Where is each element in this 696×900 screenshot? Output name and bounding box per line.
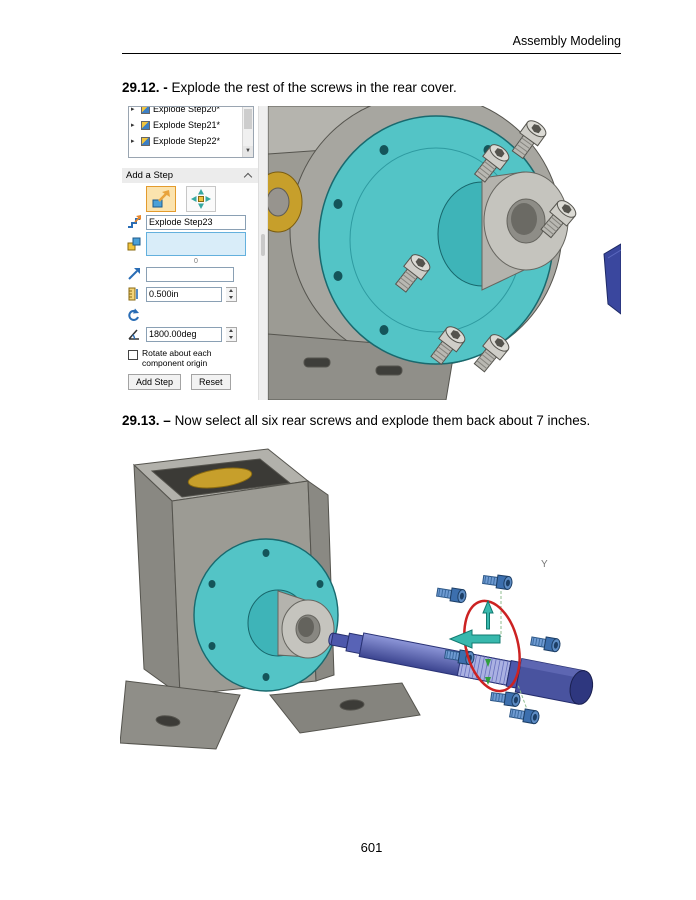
explode-steps-list[interactable]: ▸ Explode Step20* ▸ Explode Step21* ▸ Ex… <box>128 106 254 158</box>
angle-spinner[interactable] <box>226 326 237 342</box>
add-a-step-section-header[interactable]: Add a Step <box>122 168 258 183</box>
components-row <box>126 232 246 256</box>
explode-steps-list-items: ▸ Explode Step20* ▸ Explode Step21* ▸ Ex… <box>129 106 253 149</box>
spin-down-icon[interactable] <box>226 294 236 301</box>
worm-shaft-end <box>268 171 303 233</box>
explode-step-item[interactable]: ▸ Explode Step22* <box>129 133 241 149</box>
section-label: Add a Step <box>126 170 174 181</box>
explode-step-item[interactable]: ▸ Explode Step21* <box>129 117 241 133</box>
selection-count: 0 <box>194 258 198 265</box>
step-29-12: 29.12. - Explode the rest of the screws … <box>122 80 622 97</box>
header-title: Assembly Modeling <box>512 34 621 48</box>
exploded-shaft <box>328 632 594 705</box>
collapse-chevron-icon[interactable] <box>243 172 253 182</box>
figure-explode-step: ▸ Explode Step20* ▸ Explode Step21* ▸ Ex… <box>122 106 621 400</box>
explode-step-name-icon <box>126 214 142 230</box>
regular-step-button[interactable] <box>146 186 176 212</box>
reverse-direction-icon[interactable] <box>126 308 142 324</box>
explode-step-label: Explode Step22* <box>153 136 221 146</box>
step-text: Now select all six rear screws and explo… <box>174 413 591 428</box>
scroll-down-icon[interactable]: ▼ <box>243 146 253 157</box>
screw <box>529 633 562 653</box>
direction-input[interactable] <box>146 266 234 282</box>
angle-icon <box>126 326 142 342</box>
components-icon <box>126 236 142 252</box>
page-number: 601 <box>360 840 383 855</box>
screw <box>435 585 468 604</box>
spin-up-icon[interactable] <box>226 328 236 335</box>
step-number: 29.13. – <box>122 413 171 428</box>
reset-button[interactable]: Reset <box>191 374 231 390</box>
rotate-origin-label: Rotate about each component origin <box>142 348 212 369</box>
distance-input[interactable] <box>146 286 222 302</box>
property-manager-panel: ▸ Explode Step20* ▸ Explode Step21* ▸ Ex… <box>122 106 258 400</box>
distance-row <box>126 286 237 302</box>
components-selection-box[interactable] <box>146 232 246 256</box>
rotate-origin-option: Rotate about each component origin <box>128 348 256 368</box>
panel-divider[interactable] <box>258 106 268 400</box>
explode-step-item[interactable]: ▸ Explode Step20* <box>129 106 241 117</box>
add-step-button[interactable]: Add Step <box>128 374 182 390</box>
screw <box>508 705 541 725</box>
selection-ellipse <box>463 599 521 693</box>
spin-down-icon[interactable] <box>226 334 236 341</box>
expand-arrow-icon[interactable]: ▸ <box>131 138 135 145</box>
explode-step-label: Explode Step21* <box>153 120 221 130</box>
list-scrollbar[interactable]: ▼ <box>242 107 253 157</box>
explode-step-icon <box>141 107 150 114</box>
gearbox-rear-cover-view <box>268 106 621 400</box>
blue-part <box>603 243 621 315</box>
distance-icon <box>126 286 142 302</box>
panel-actions: Add Step Reset <box>128 374 231 390</box>
expand-arrow-icon[interactable]: ▸ <box>131 106 135 113</box>
step-text: Explode the rest of the screws in the re… <box>171 80 457 95</box>
divider-grip[interactable] <box>261 234 265 256</box>
rotate-origin-checkbox[interactable] <box>128 350 138 360</box>
gearbox-shaft-explode-view: Y <box>119 448 594 750</box>
step-type-buttons <box>146 186 216 212</box>
direction-row <box>126 266 234 282</box>
hub <box>437 171 569 291</box>
y-axis-label: Y <box>541 559 548 570</box>
step-number: 29.12. - <box>122 80 168 95</box>
screw <box>481 572 514 591</box>
expand-arrow-icon[interactable]: ▸ <box>131 122 135 129</box>
exploded-screws <box>435 572 562 725</box>
angle-input[interactable] <box>146 326 222 342</box>
triad-arrows[interactable] <box>448 599 501 685</box>
spin-up-icon[interactable] <box>226 288 236 295</box>
radial-step-icon <box>191 189 211 209</box>
cad-viewport-1 <box>268 106 621 400</box>
step-name-input[interactable] <box>146 214 246 230</box>
direction-icon <box>126 266 142 282</box>
step-name-row <box>126 214 246 230</box>
page-header: Assembly Modeling <box>122 34 621 54</box>
hub <box>247 589 335 659</box>
regular-step-icon <box>152 190 170 208</box>
explode-step-icon <box>141 136 150 146</box>
angle-row <box>126 326 237 342</box>
rear-cover <box>193 538 339 692</box>
cad-viewport-2: Y <box>119 443 621 775</box>
reverse-row <box>126 308 142 324</box>
distance-spinner[interactable] <box>226 286 237 302</box>
explode-step-icon <box>141 120 150 130</box>
scrollbar-thumb[interactable] <box>244 109 252 129</box>
explode-step-label: Explode Step20* <box>153 106 221 114</box>
radial-step-button[interactable] <box>186 186 216 212</box>
step-29-13: 29.13. – Now select all six rear screws … <box>122 413 622 430</box>
